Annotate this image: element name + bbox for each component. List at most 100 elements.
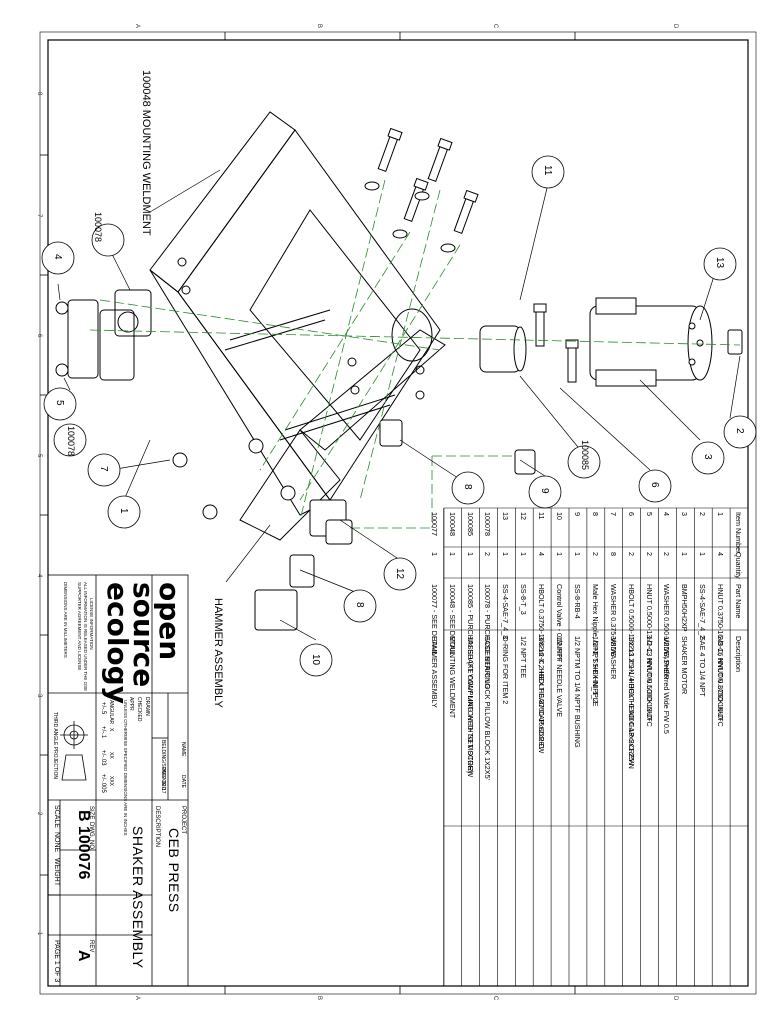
bom-cell: 12 xyxy=(519,512,529,520)
bom-cell: 4 xyxy=(716,552,726,556)
bom-cell: 4 xyxy=(537,552,547,556)
drawn-label: DRAWN xyxy=(144,697,150,716)
bom-cell: 8 xyxy=(608,552,618,556)
bom-cell: 3 xyxy=(680,512,690,516)
bom-cell: 13 xyxy=(501,512,511,520)
zone-2: 2 xyxy=(36,812,42,816)
bom-header-cell: Part Name xyxy=(734,584,743,619)
projection-label: THIRD ANGLE PROJECTION xyxy=(52,712,58,779)
bom-cell: 100078 xyxy=(483,512,493,536)
tol-xx-value: +/-.03 xyxy=(100,750,106,766)
bom-cell: MOUNTING WELDMENT xyxy=(447,636,457,719)
scale-value: NONE xyxy=(53,832,60,853)
bom-cell: 1/2 NPTM TO 1/4 NPTF BUSHING xyxy=(572,636,582,748)
hammer-assembly-label: HAMMER ASSEMBLY xyxy=(212,598,224,708)
appr-label: APPR xyxy=(128,697,134,711)
name-label: NAME xyxy=(180,742,186,757)
bom-cell: 1/2 NPT HEX NIPPLE xyxy=(590,636,600,707)
bom-cell: 3/8-16 NYLON LOCK NUT xyxy=(716,636,726,722)
bom-header-cell: Quantity xyxy=(734,552,743,579)
dwg-no-value: 100076 xyxy=(75,826,92,880)
zone-a-bottom: A xyxy=(134,996,140,1001)
shaft-coupling xyxy=(479,325,527,373)
bom-cell: 1/2-13 X 1-1/4 HEX HEAD CAP SCREW xyxy=(626,636,636,766)
hex-bolts xyxy=(364,127,579,383)
bom-cell: 1 xyxy=(429,552,439,556)
balloon-5: 5 xyxy=(54,400,65,406)
bom-cell: 1/2-13 NYLON LOCK NUT xyxy=(644,636,654,722)
bom-cell: 1IN SHAFT COUPLING WITH SET SCREW xyxy=(465,636,475,778)
bom-cell: HAMMER ASSEMBLY xyxy=(429,636,439,708)
bom-cell: 1/2 NPT TEE xyxy=(519,636,529,679)
mounting-weldment xyxy=(149,111,446,541)
bom-cell: 1 xyxy=(465,552,475,556)
bom-cell: SS-8-RB-4 xyxy=(572,584,582,619)
tol-angular-value: +/-.5 xyxy=(100,702,106,715)
bom-cell: SS-8-T_3 xyxy=(519,584,529,615)
bom-cell: 2 xyxy=(644,552,654,556)
balloon-13: 13 xyxy=(714,257,725,269)
title-block-grid xyxy=(47,574,189,987)
bom-cell: 3/8 WASHER xyxy=(608,636,618,680)
balloon-11: 11 xyxy=(542,165,553,176)
bom-cell: 3/8-16 X 2 HEX HEAD CAP SCREW xyxy=(537,636,547,754)
bom-cell: 7 xyxy=(608,512,618,516)
drawn-date: 2012-02-17 xyxy=(160,768,166,794)
weight-label: WEIGHT xyxy=(53,858,60,886)
bom-cell: 6 xyxy=(626,512,636,516)
date-label: DATE xyxy=(180,775,186,788)
scale-label: SCALE xyxy=(53,805,60,828)
bom-cell: 5 xyxy=(644,512,654,516)
bom-cell: 2 xyxy=(626,552,636,556)
balloon-10: 10 xyxy=(310,654,321,666)
size-value: B xyxy=(75,810,92,822)
checked-label: CHECKED xyxy=(136,697,142,722)
license-line-1: ALL INFORMATION IS RELEASED UNDER THE OS… xyxy=(83,582,88,692)
item-balloons xyxy=(41,155,757,677)
bom-cell: 1 xyxy=(519,552,529,556)
balloon-7: 7 xyxy=(98,466,109,472)
license-line-2: SUPPORTER AGREEMENT AND LICENSE xyxy=(77,582,82,671)
rev-value: A xyxy=(75,950,92,962)
ose-logo: open source ecology xyxy=(101,582,186,704)
tol-angular-label: ANGULAR xyxy=(108,700,114,725)
zone-3: 3 xyxy=(36,694,42,698)
balloon-8-a: 8 xyxy=(462,484,473,490)
zone-d-bottom: D xyxy=(672,996,678,1001)
bom-cell: BMPH50H2XP xyxy=(680,584,690,632)
bom-cell: 1 xyxy=(501,552,511,556)
zone-4: 4 xyxy=(36,574,42,578)
bom-cell: 1/2 WASHER xyxy=(662,636,672,680)
balloon-8-b: 8 xyxy=(354,602,365,608)
project-name: CEB PRESS xyxy=(166,828,182,913)
bom-cell: 1 xyxy=(572,552,582,556)
bom-cell: 2 xyxy=(698,512,708,516)
bom-cell: SAE 4 TO 1/4 NPT xyxy=(698,636,708,697)
zone-7: 7 xyxy=(36,214,42,218)
zone-d-top: D xyxy=(672,24,678,29)
zone-6: 6 xyxy=(36,334,42,338)
bom-cell: 100048 xyxy=(447,512,457,536)
page-number: PAGE 1 OF 3 xyxy=(53,940,60,983)
balloon-3: 3 xyxy=(702,454,713,460)
zone-5: 5 xyxy=(36,454,42,458)
tol-xxx-value: +/-.005 xyxy=(100,774,106,793)
bom-cell: 2 xyxy=(483,552,493,556)
bom-cell: 9 xyxy=(572,512,582,516)
tol-xx-label: XX xyxy=(108,752,114,759)
tol-xxx-label: XXX xyxy=(108,776,114,787)
license-heading: LICENSE INFORMATION xyxy=(89,598,94,650)
description-value: SHAKER ASSEMBLY xyxy=(130,826,146,969)
bom-cell: 11 xyxy=(537,512,547,520)
balloon-6: 6 xyxy=(649,482,660,488)
projection-symbol xyxy=(60,721,88,781)
zone-c-top: C xyxy=(492,24,498,29)
bom-cell: 1 xyxy=(698,552,708,556)
tolerance-note: UNLESS OTHERWISE SPECIFIED DIMENSIONS AR… xyxy=(123,700,128,836)
pillow-blocks xyxy=(55,289,152,381)
description-label: DESCRIPTION xyxy=(154,806,160,848)
bom-header-cell: Item Number xyxy=(734,512,743,554)
bom-cell: 1 xyxy=(447,552,457,556)
hammer-fittings xyxy=(172,419,536,631)
